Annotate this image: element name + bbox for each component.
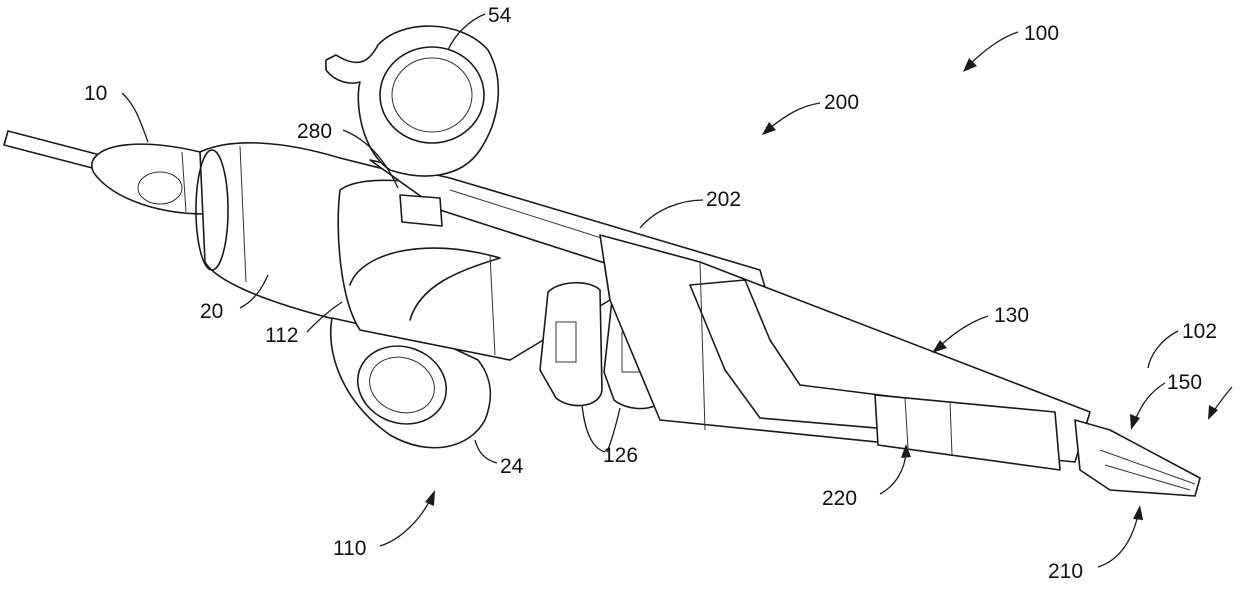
end-effector (1075, 420, 1200, 496)
label-150: 150 (1167, 371, 1202, 394)
label-24: 24 (500, 455, 524, 478)
label-126: 126 (603, 444, 638, 467)
label-10: 10 (84, 82, 107, 105)
label-280: 280 (297, 120, 332, 143)
cable (4, 131, 104, 170)
label-102: 102 (1182, 320, 1217, 343)
label-54: 54 (488, 4, 512, 27)
latch (400, 195, 442, 226)
label-200: 200 (824, 91, 859, 114)
button-distal (540, 283, 602, 406)
upper-finger-ring (326, 26, 498, 176)
label-130: 130 (994, 304, 1029, 327)
label-20: 20 (200, 300, 223, 323)
label-110: 110 (333, 537, 366, 560)
label-202: 202 (706, 188, 741, 211)
label-210: 210 (1048, 560, 1083, 583)
strain-relief (92, 144, 205, 214)
label-100: 100 (1024, 22, 1059, 45)
label-220: 220 (822, 487, 857, 510)
label-112: 112 (265, 324, 298, 347)
